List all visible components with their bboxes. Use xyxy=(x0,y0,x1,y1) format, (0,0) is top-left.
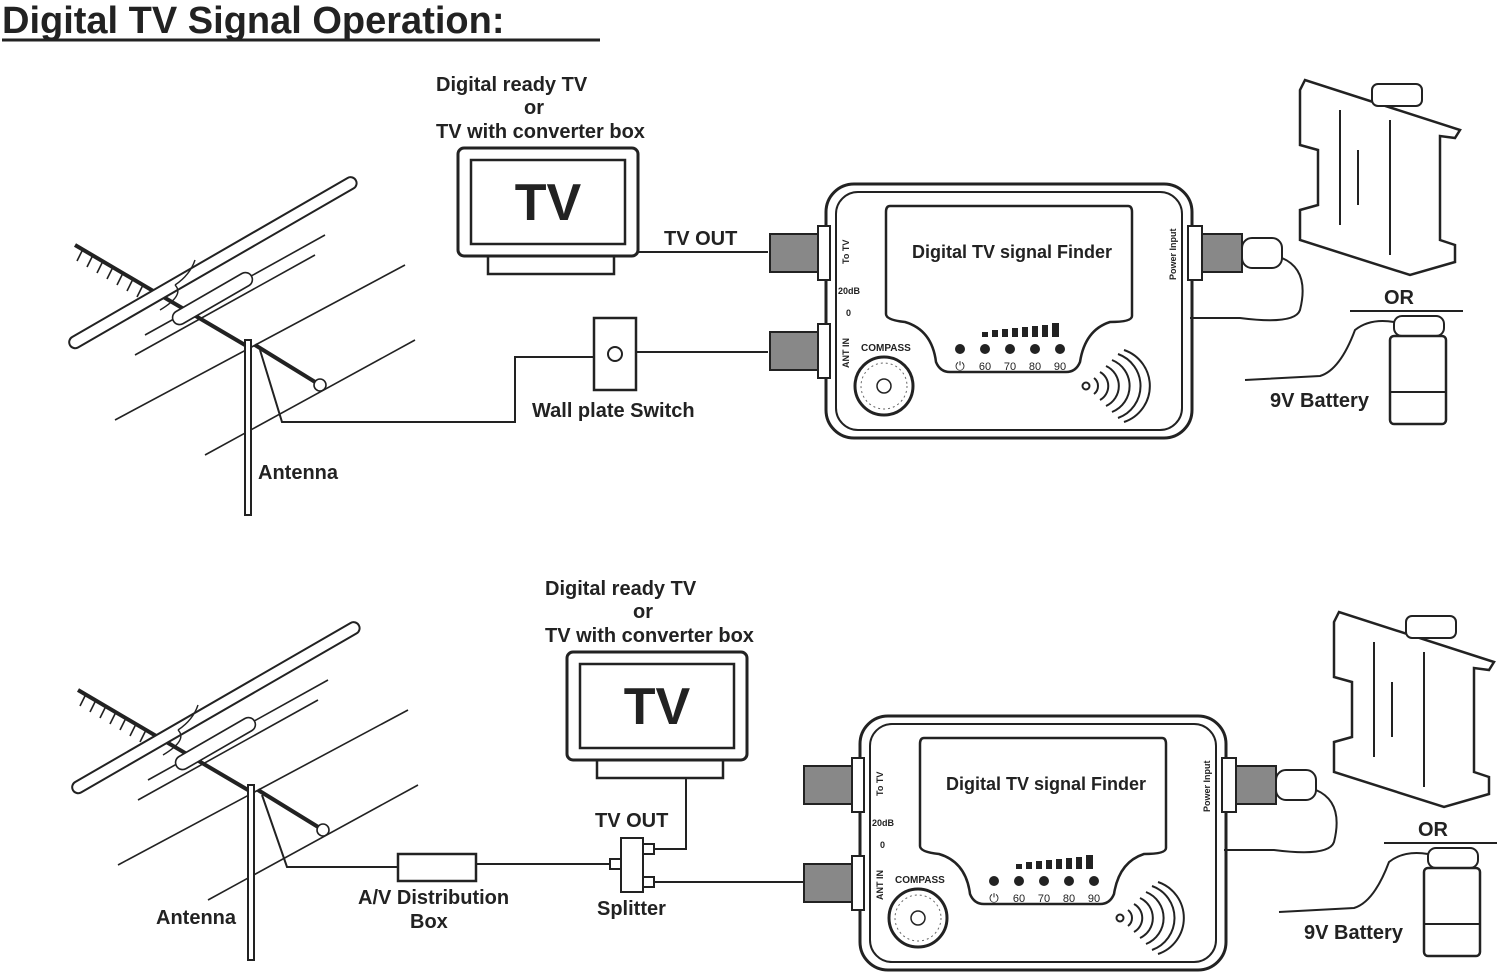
signal-finder-device: To TV ANT IN 20dB 0 Power Input Digital … xyxy=(803,714,1317,972)
finder-display xyxy=(884,204,1134,374)
distribution-box-label-1: A/V Distribution xyxy=(358,887,509,909)
diagram-2: Antenna A/V Distribution Box Splitter TV… xyxy=(68,578,1497,972)
tv-out-cable xyxy=(654,778,687,850)
power-icon: ⏻ xyxy=(989,891,999,905)
compass-icon xyxy=(887,887,949,949)
or-label: OR xyxy=(1418,819,1449,841)
ant-in-label: ANT IN xyxy=(875,870,885,900)
led-indicators xyxy=(955,344,1065,354)
9v-battery xyxy=(1388,315,1448,426)
splitter-label: Splitter xyxy=(597,898,666,920)
distribution-box-label-2: Box xyxy=(410,911,448,933)
wall-plate-label: Wall plate Switch xyxy=(532,400,695,422)
antenna-illustration xyxy=(68,618,420,962)
to-tv-label: To TV xyxy=(841,240,851,264)
battery-pack xyxy=(1298,78,1462,277)
to-tv-label: To TV xyxy=(875,772,885,796)
battery-label: 9V Battery xyxy=(1270,390,1370,412)
power-cable xyxy=(1190,257,1304,322)
power-input-label: Power Input xyxy=(1168,228,1178,280)
tv-caption-line-1: Digital ready TV xyxy=(545,578,697,600)
tv-caption-line-3: TV with converter box xyxy=(436,121,645,143)
scale-90: 90 xyxy=(1088,893,1100,905)
scale-80: 80 xyxy=(1063,893,1075,905)
finder-display xyxy=(918,736,1168,906)
gain-20db-label: 20dB xyxy=(838,286,861,296)
9v-battery xyxy=(1422,847,1482,958)
to-tv-connector xyxy=(769,225,831,281)
scale-60: 60 xyxy=(1013,893,1025,905)
battery-lead xyxy=(1244,320,1395,381)
av-distribution-box xyxy=(396,852,478,883)
signal-strength-bars xyxy=(1016,855,1093,869)
ant-in-connector xyxy=(803,855,865,911)
compass-label: COMPASS xyxy=(861,343,911,354)
tv-out-label: TV OUT xyxy=(664,228,737,250)
battery-pack xyxy=(1332,610,1496,809)
antenna-illustration xyxy=(65,173,417,517)
signal-strength-bars xyxy=(982,323,1059,337)
power-icon: ⏻ xyxy=(955,359,965,373)
tv-screen-text: TV xyxy=(624,678,691,736)
page-title: Digital TV Signal Operation: xyxy=(2,0,504,42)
tv-screen xyxy=(578,662,736,750)
sound-waves-icon xyxy=(1115,881,1185,955)
power-input-label: Power Input xyxy=(1202,760,1212,812)
tv-screen xyxy=(469,158,627,246)
tv-caption-line-1: Digital ready TV xyxy=(436,74,588,96)
tv-caption-line-3: TV with converter box xyxy=(545,625,754,647)
antenna-cable xyxy=(259,349,594,423)
led-indicators xyxy=(989,876,1099,886)
antenna-label: Antenna xyxy=(156,907,237,929)
splitter xyxy=(609,837,655,893)
to-tv-connector xyxy=(803,757,865,813)
scale-70: 70 xyxy=(1038,893,1050,905)
ant-in-label: ANT IN xyxy=(841,338,851,368)
or-label: OR xyxy=(1384,287,1415,309)
tv-out-label: TV OUT xyxy=(595,810,668,832)
tv-stand xyxy=(595,758,725,780)
compass-label: COMPASS xyxy=(895,875,945,886)
scale-70: 70 xyxy=(1004,361,1016,373)
tv-caption-line-2: or xyxy=(524,97,544,119)
compass-icon xyxy=(853,355,915,417)
gain-0-label: 0 xyxy=(880,840,885,850)
scale-60: 60 xyxy=(979,361,991,373)
finder-name: Digital TV signal Finder xyxy=(912,242,1112,262)
power-cable xyxy=(1224,789,1338,854)
tv-caption-line-2: or xyxy=(633,601,653,623)
battery-lead xyxy=(1278,852,1429,913)
wall-plate-switch xyxy=(592,316,638,392)
finder-name: Digital TV signal Finder xyxy=(946,774,1146,794)
battery-label: 9V Battery xyxy=(1304,922,1404,944)
ant-in-connector xyxy=(769,323,831,379)
gain-0-label: 0 xyxy=(846,308,851,318)
sound-waves-icon xyxy=(1081,349,1151,423)
diagram-1: Antenna Wall plate Switch Digital ready … xyxy=(65,74,1463,517)
wall-plate-jack-icon xyxy=(607,346,623,362)
power-connector xyxy=(1221,757,1317,813)
tv-stand xyxy=(486,254,616,276)
scale-90: 90 xyxy=(1054,361,1066,373)
signal-finder-device: To TV ANT IN 20dB 0 Power Input Digital … xyxy=(769,182,1283,440)
power-connector xyxy=(1187,225,1283,281)
antenna-cable xyxy=(261,794,398,868)
tv-screen-text: TV xyxy=(515,174,582,232)
scale-80: 80 xyxy=(1029,361,1041,373)
antenna-label: Antenna xyxy=(258,462,339,484)
gain-20db-label: 20dB xyxy=(872,818,895,828)
